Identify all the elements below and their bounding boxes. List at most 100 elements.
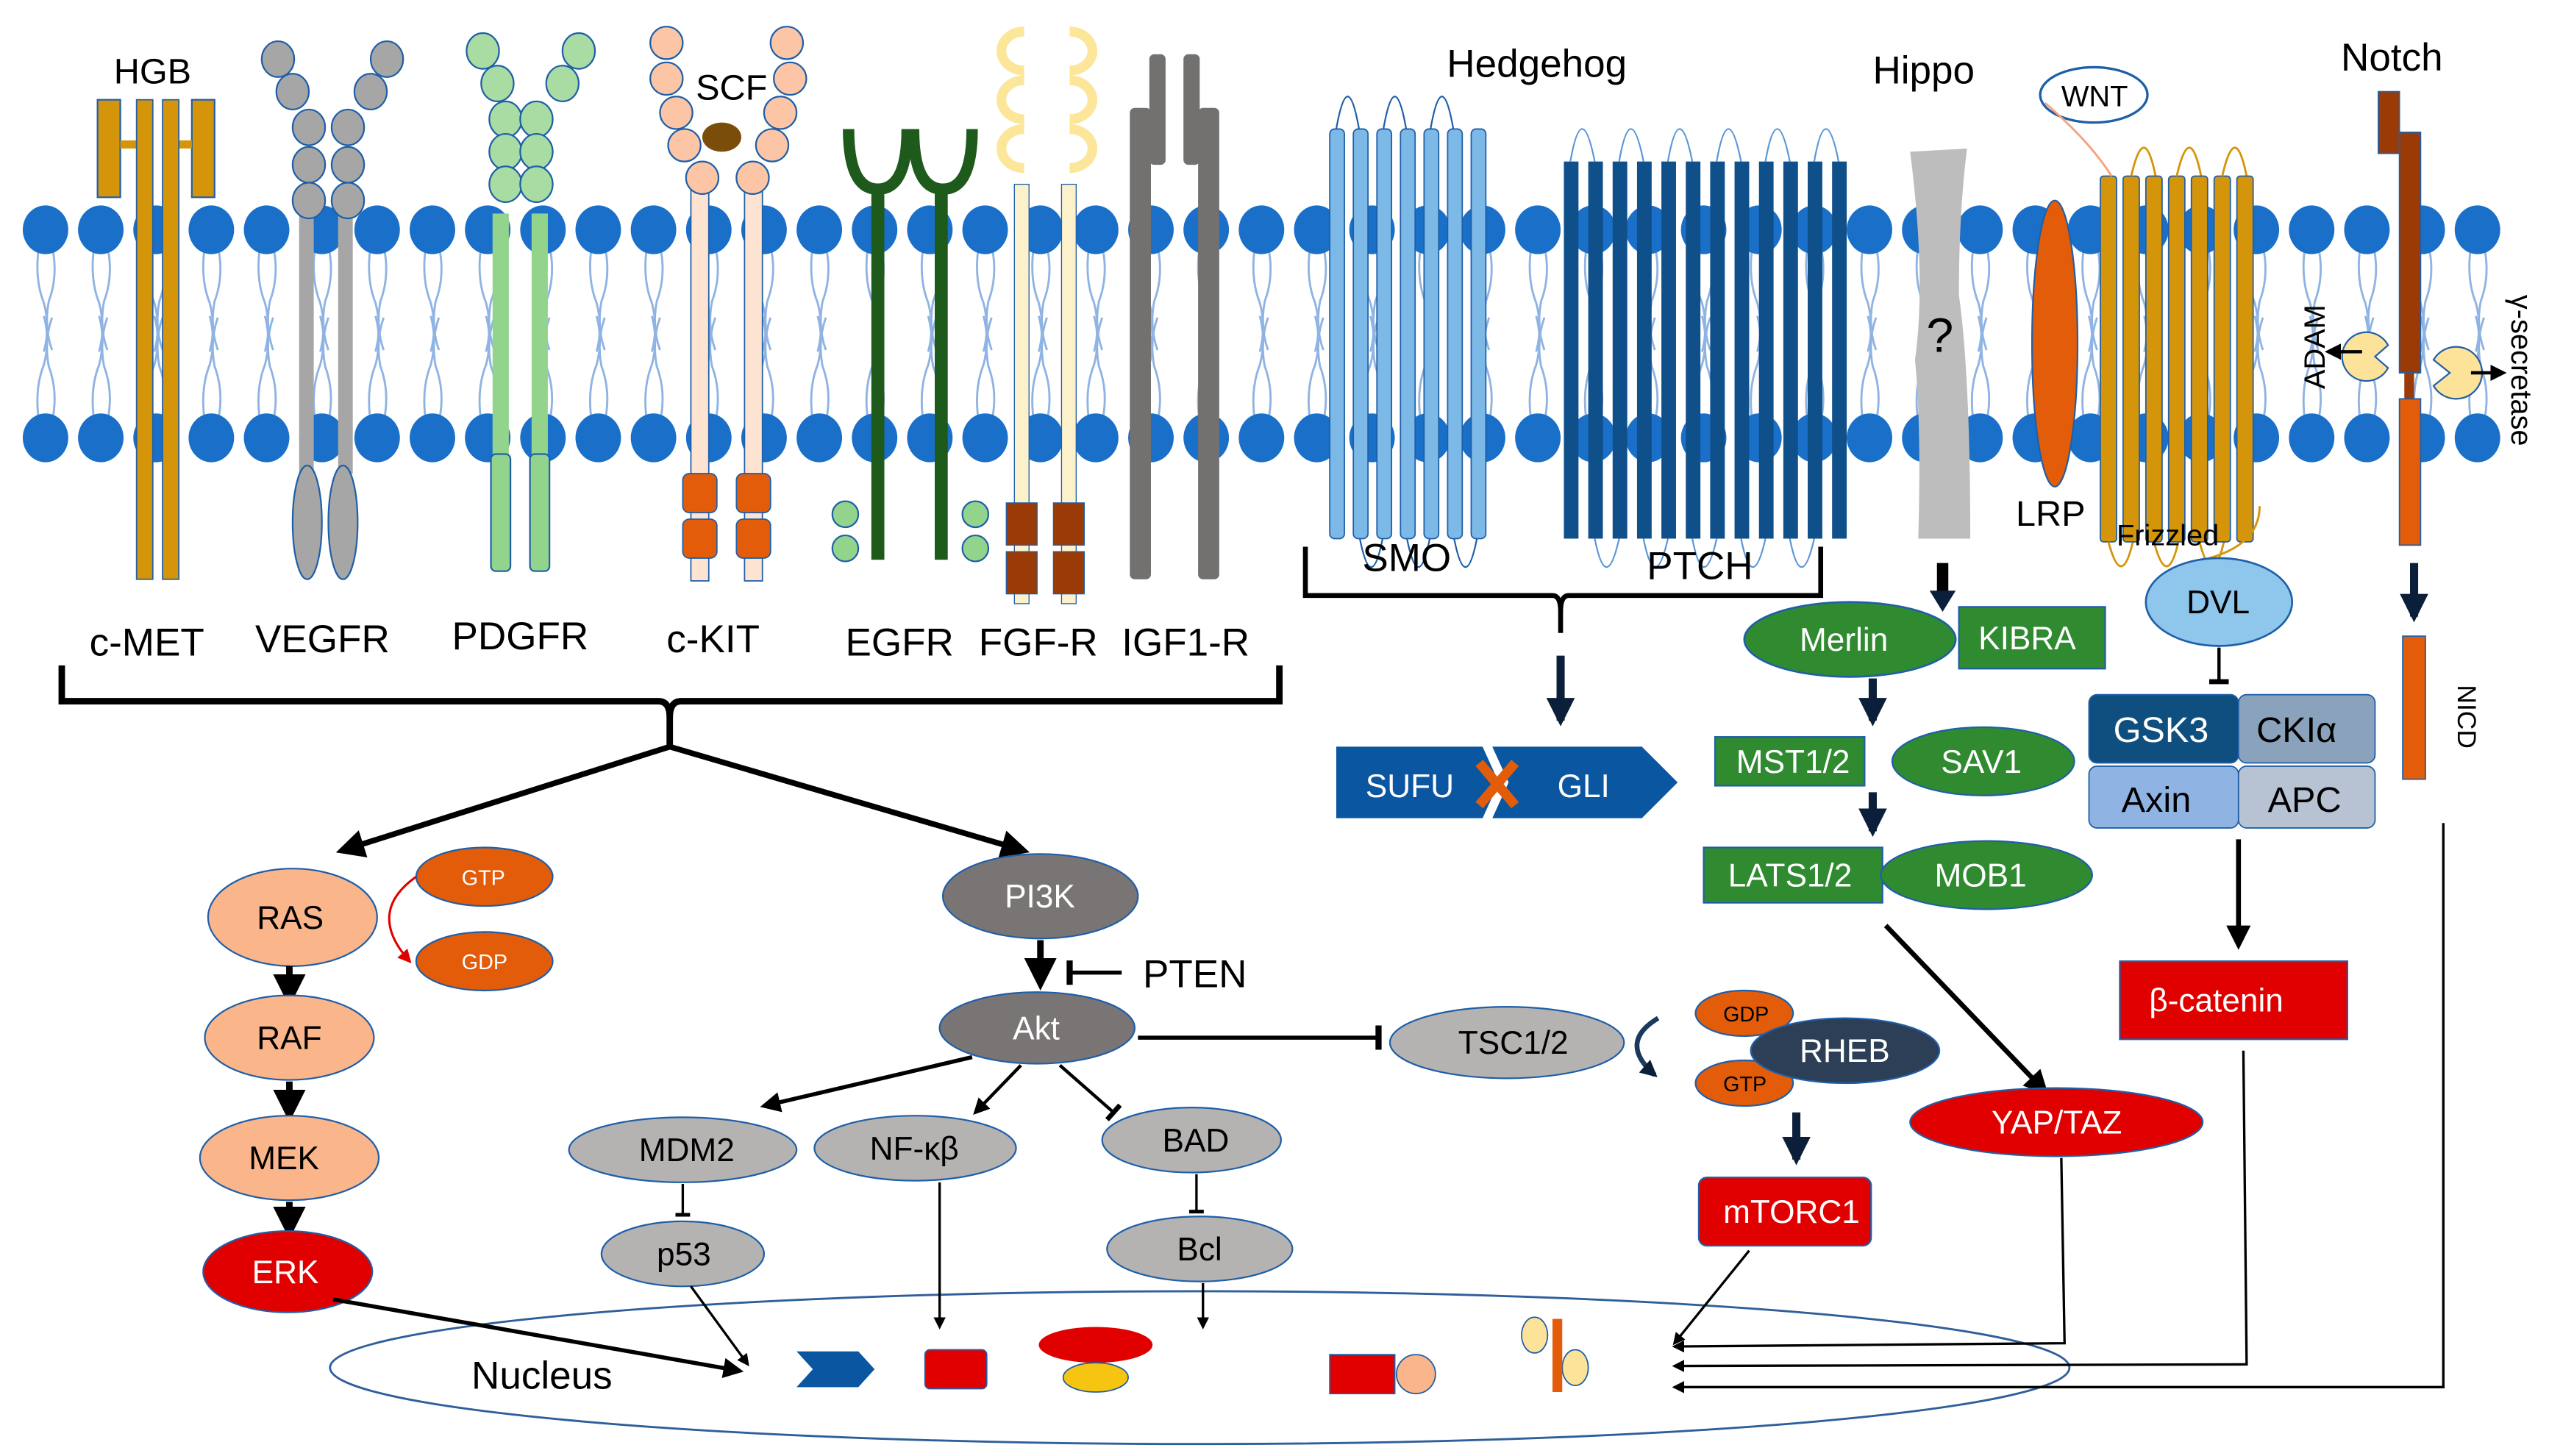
beta-catenin-node — [2119, 960, 2349, 1041]
p53-node — [600, 1220, 766, 1288]
ig-domain — [291, 108, 327, 146]
frizzled-helix — [2190, 175, 2208, 543]
mek-label: MEK — [249, 1141, 319, 1177]
ig-domain — [275, 73, 310, 111]
gsk3-label: GSK3 — [2114, 710, 2209, 750]
lipid-tail — [1970, 315, 1991, 422]
bcl-label: Bcl — [1177, 1232, 1222, 1268]
mdm2-label: MDM2 — [639, 1132, 735, 1168]
phospholipid-head — [1515, 413, 1561, 463]
fgfr-label: FGF-R — [979, 621, 1098, 665]
phospholipid-head — [1072, 205, 1119, 254]
egfr-label: EGFR — [845, 621, 953, 665]
phospholipid-head — [2289, 413, 2335, 463]
mob1-label: MOB1 — [1934, 858, 2026, 894]
nfkb-node — [813, 1115, 1017, 1182]
hedgehog-bracket — [1302, 546, 1824, 633]
c-kit-label: c-KIT — [666, 618, 760, 661]
ptch-helix — [1734, 161, 1750, 539]
ptch-helix — [1612, 161, 1628, 539]
akt-to-nfkb-arrow — [973, 1064, 1022, 1115]
ig-domain — [488, 132, 523, 171]
ig-domain — [763, 96, 798, 130]
mtorc1-label: mTORC1 — [1723, 1194, 1860, 1230]
lipid-tail — [368, 315, 388, 422]
c-met-receptor: HGB — [96, 52, 215, 580]
lrp-label: LRP — [2016, 494, 2086, 534]
lipid-tail — [1860, 315, 1880, 422]
c-kit-receptor: SCF — [649, 26, 808, 582]
lipid-tail — [1307, 315, 1327, 422]
ig-domain — [291, 182, 327, 220]
hippo-unknown-label: ? — [1926, 308, 1953, 363]
phospholipid-head — [188, 205, 235, 254]
ig-domain — [480, 65, 515, 102]
yap-to-nucleus-arrow — [1672, 1157, 2066, 1353]
gli-tf-icon — [796, 1351, 875, 1388]
ptch-helix — [1832, 161, 1847, 539]
rtk-to-pi3k-arrow — [669, 743, 1030, 858]
sufu-label: SUFU — [1366, 768, 1454, 804]
nfkb-label: NF-κβ — [870, 1131, 959, 1167]
phospholipid-head — [630, 205, 677, 254]
gamma-secretase-enzyme-icon — [2432, 346, 2484, 400]
phospholipid-head — [2344, 413, 2390, 463]
p53-to-nucleus-arrow — [690, 1285, 749, 1367]
smo-helix — [1423, 128, 1440, 540]
merlin-label: Merlin — [1800, 622, 1888, 658]
wnt-receptor-complex — [2100, 146, 2254, 568]
mst-node — [1714, 736, 1866, 787]
ig-domain — [291, 146, 327, 184]
phospholipid-head — [1515, 205, 1561, 254]
smo-receptor — [1329, 96, 1487, 568]
ptch-helix — [1661, 161, 1676, 539]
dvl-node — [2145, 557, 2294, 647]
ig-domain — [353, 73, 388, 111]
kibra-label: KIBRA — [1978, 621, 2076, 657]
phospholipid-head — [1294, 413, 1340, 463]
ig-domain — [488, 165, 523, 204]
yap-taz-node — [1909, 1087, 2204, 1157]
ptch-label: PTCH — [1647, 545, 1753, 588]
bcl-node — [1106, 1216, 1294, 1282]
notch-receptor — [2378, 90, 2422, 546]
erk-to-nucleus-arrow — [332, 1297, 744, 1379]
ig-domain — [369, 40, 404, 78]
wnt-label: WNT — [2061, 80, 2128, 113]
raf-label: RAF — [257, 1021, 321, 1057]
beta-catenin-label: β-catenin — [2149, 983, 2284, 1019]
vegfr-label: VEGFR — [255, 618, 390, 661]
mob1-node — [1880, 840, 2093, 910]
ptch-helix — [1808, 161, 1822, 539]
smo-helix — [1329, 128, 1345, 540]
lipid-tail — [2302, 315, 2322, 422]
phospholipid-head — [1957, 205, 2003, 254]
mtorc1-to-nucleus-arrow — [1672, 1249, 1750, 1346]
sav1-node — [1891, 726, 2075, 796]
tead-icon — [1395, 1354, 1436, 1395]
ptch-helix — [1636, 161, 1652, 539]
ptch-helix — [1588, 161, 1603, 539]
nicd-to-nucleus-arrow — [1672, 823, 2445, 1393]
sav1-label: SAV1 — [1941, 744, 2022, 780]
apc-label: APC — [2268, 780, 2342, 820]
phospholipid-head — [1238, 413, 1285, 463]
phospholipid-head — [2344, 205, 2390, 254]
phospholipid-head — [354, 205, 400, 254]
phospholipid-head — [2454, 413, 2500, 463]
gli-label: GLI — [1558, 768, 1610, 804]
lipid-tail — [1252, 315, 1272, 422]
phospholipid-head — [1072, 413, 1119, 463]
lrp-receptor — [2031, 199, 2079, 488]
rheb-gdp-node — [1694, 989, 1794, 1037]
ig-domain — [330, 182, 366, 220]
ig-domain — [545, 65, 580, 102]
hippo-title: Hippo — [1872, 49, 1975, 93]
ptch-receptor — [1564, 128, 1847, 568]
ig-domain — [659, 96, 694, 130]
ptch-helix — [1758, 161, 1774, 539]
frizzled-helix — [2236, 175, 2254, 543]
axin-label: Axin — [2122, 780, 2192, 820]
ig-domain — [667, 128, 702, 163]
smo-helix — [1400, 128, 1416, 540]
